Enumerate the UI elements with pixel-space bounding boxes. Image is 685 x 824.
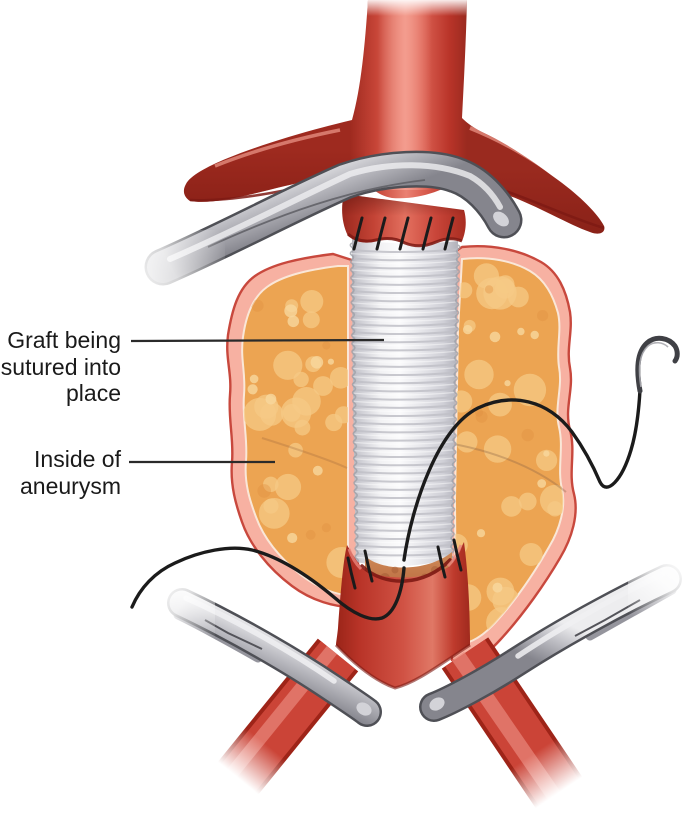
thrombus-texture-right [455, 263, 564, 639]
left-renal-highlight [214, 128, 341, 168]
graft-edge-right [449, 244, 461, 566]
graft-tube [349, 239, 461, 567]
stump-wing-highlight-left [347, 548, 363, 571]
neck-cut-edge [347, 232, 463, 248]
aneurysm-sac [226, 245, 577, 663]
cross-clamp-tip [493, 211, 509, 227]
right-clamp-end-fade [628, 545, 685, 620]
graft-corrugation [352, 248, 458, 560]
suture-thread-lower [130, 546, 406, 621]
lower-anastomosis-stitches [346, 538, 463, 590]
aneurysm-label: Inside of aneurysm [20, 446, 121, 499]
stump-wing-highlight-right [446, 544, 463, 568]
cross-clamp-seam [207, 179, 426, 248]
suture-needle [635, 335, 680, 394]
left-clamp-end-fade [140, 575, 215, 640]
suture-thread-upper [402, 388, 642, 562]
aorta [183, 0, 605, 234]
leader-line-graft [130, 338, 385, 343]
suture-thread [130, 335, 680, 621]
graft-edge-left [349, 242, 359, 564]
stump-body [336, 542, 470, 688]
right-renal-underside-line [499, 187, 605, 230]
bifurcation-crotch-edge [334, 643, 471, 690]
cross-clamp-highlight [167, 162, 503, 262]
graft-label: Graft being sutured into place [0, 327, 121, 406]
right-clamp-tip [429, 697, 445, 711]
cross-clamp-end-fade [115, 230, 225, 305]
graft-body [352, 239, 458, 567]
sac-crease-left [261, 437, 348, 469]
left-clamp-tip [356, 702, 372, 716]
needle-highlight [638, 341, 669, 388]
upper-anastomosis-stitches [352, 216, 455, 251]
aorta-top-fade [360, 0, 475, 16]
